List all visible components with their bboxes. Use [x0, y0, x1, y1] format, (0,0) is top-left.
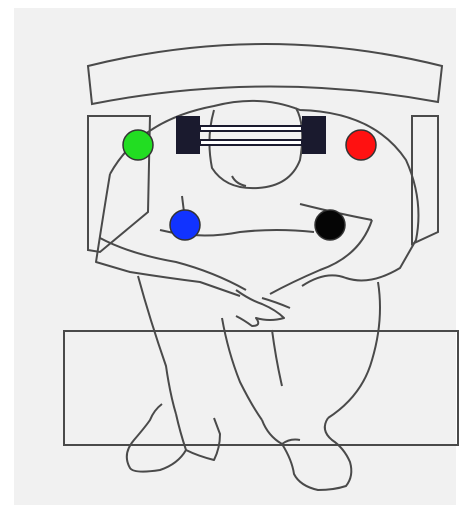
sensor-red-dot	[346, 130, 376, 160]
background	[14, 8, 456, 505]
sensor-blue-dot	[170, 210, 200, 240]
sensor-green-dot	[123, 130, 153, 160]
sensor-black-dot	[315, 210, 345, 240]
